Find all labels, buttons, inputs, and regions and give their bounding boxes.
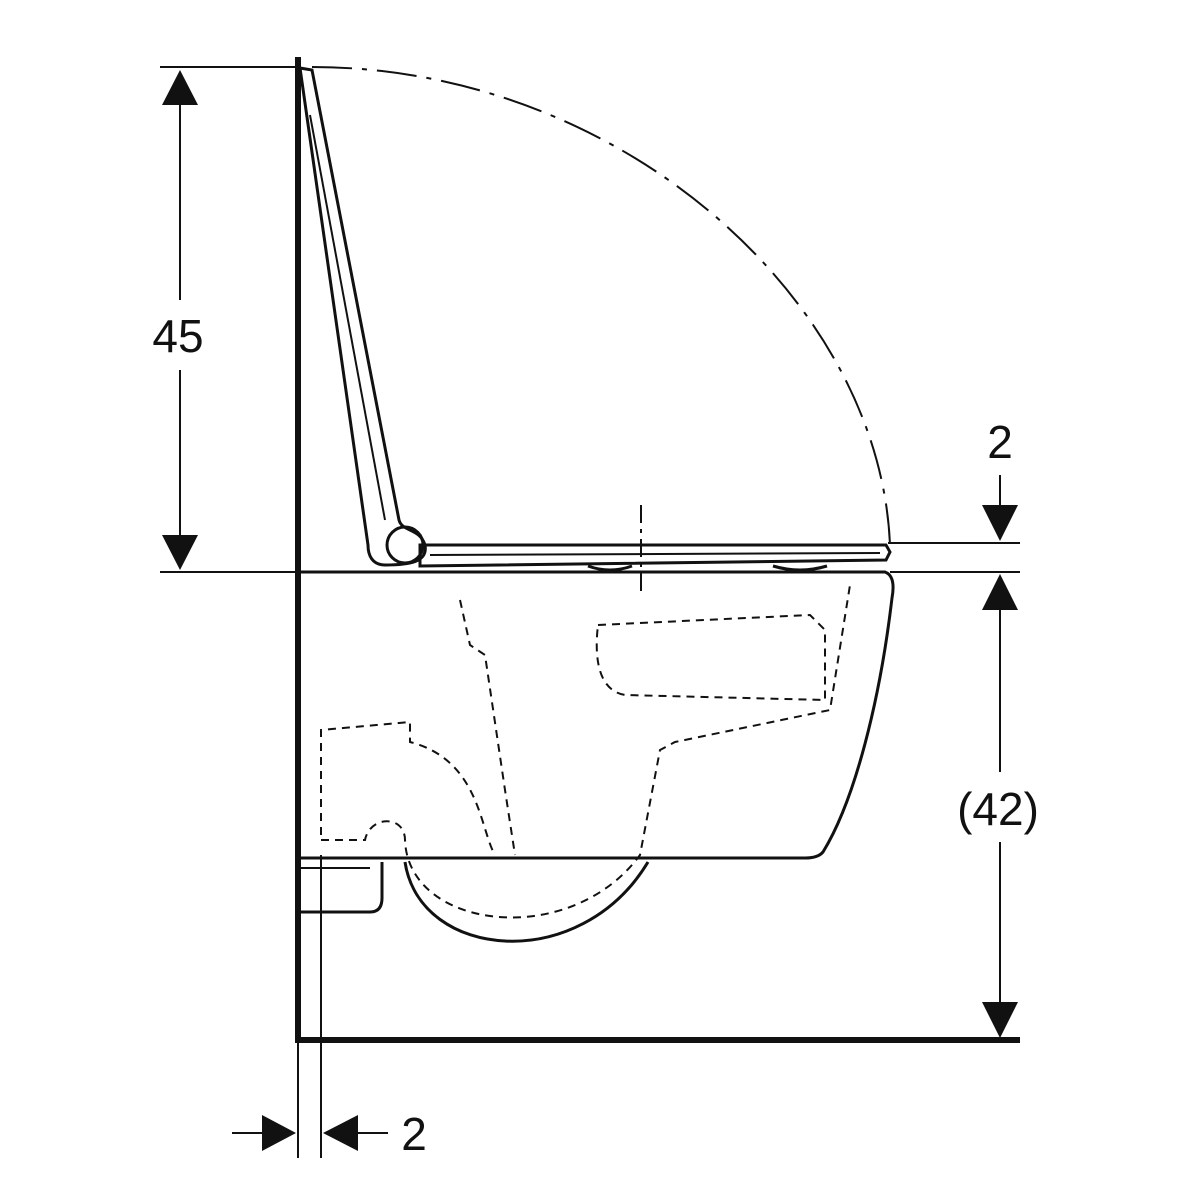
cistern-connection-contour (595, 613, 826, 702)
seat-buffer-rear (772, 564, 828, 572)
seat-inner-line (429, 552, 881, 556)
label-bowl-height: (42) (957, 783, 1039, 835)
trap-contour (320, 720, 496, 856)
seat-buffer-front (587, 564, 633, 572)
lid-inner-line (309, 114, 386, 521)
rim-channel-contour (459, 599, 516, 856)
dimension-wall-gap: 2 (232, 1108, 427, 1160)
lid-outer (298, 66, 427, 567)
bowl-outline (298, 570, 895, 860)
arrow-down-lid-gap (982, 505, 1018, 541)
label-seat-height: 45 (152, 310, 203, 362)
inlet-contour (321, 584, 851, 919)
drain-curve (403, 861, 650, 943)
arrow-down (162, 535, 198, 570)
arrow-up-bowl (982, 574, 1018, 610)
dimension-seat-height: 45 (152, 66, 298, 573)
hidden-contours (320, 584, 851, 919)
label-wall-gap: 2 (401, 1108, 427, 1160)
arrow-right-wall (262, 1115, 296, 1151)
wall-and-floor (295, 57, 1020, 1158)
dimension-lid-gap: 2 (888, 416, 1020, 573)
seat (418, 543, 892, 572)
raised-lid (298, 66, 427, 567)
label-lid-gap: 2 (987, 416, 1013, 468)
arrow-left-wall (323, 1115, 358, 1151)
toilet-bowl (298, 570, 895, 943)
arrow-down-bowl (982, 1002, 1018, 1038)
center-marker (630, 505, 652, 596)
outlet-pipe (298, 862, 384, 914)
arrow-up (162, 70, 198, 105)
dimension-bowl-height: (42) (957, 574, 1039, 1038)
seat-outline (418, 543, 892, 568)
lid-swing-arc (311, 66, 891, 546)
hinge (385, 525, 425, 565)
